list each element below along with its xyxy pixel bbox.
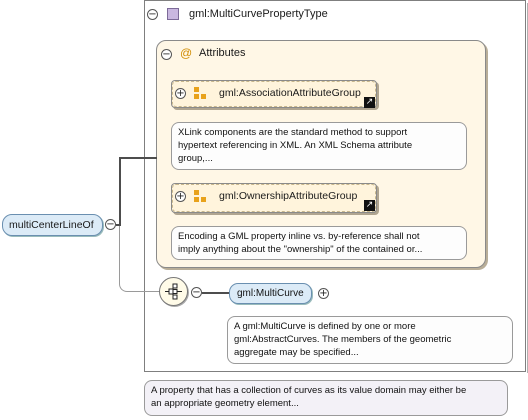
connector (202, 292, 230, 294)
attributes-collapse-button[interactable]: − (161, 49, 172, 60)
connector (116, 224, 120, 226)
association-group-note: XLink components are the standard method… (171, 122, 467, 170)
type-title: gml:MultiCurvePropertyType (189, 8, 328, 20)
connector (119, 158, 121, 226)
note-line: gml:AbstractCurves. The members of the g… (234, 334, 452, 345)
complex-type-icon (167, 8, 179, 20)
attribute-group-icon (194, 190, 206, 202)
link-arrow-icon[interactable]: ↗ (364, 200, 375, 211)
note-line: group,... (178, 153, 213, 164)
child-element-multicurve[interactable]: gml:MultiCurve (229, 283, 312, 304)
sequence-compositor[interactable] (159, 277, 188, 306)
note-line: imply anything about the "ownership" of … (178, 244, 423, 255)
note-line: hypertext referencing in XML. An XML Sch… (178, 140, 413, 151)
association-group-label: gml:AssociationAttributeGroup (219, 87, 361, 99)
type-collapse-button[interactable]: − (147, 9, 158, 20)
root-element-note: A property that has a collection of curv… (144, 380, 508, 416)
link-arrow-icon[interactable]: ↗ (364, 97, 375, 108)
ownership-group-note: Encoding a GML property inline vs. by-re… (171, 226, 467, 260)
connector-thin (119, 226, 161, 292)
sequence-compositor-icon (165, 283, 182, 300)
root-element[interactable]: multiCenterLineOf (2, 214, 103, 236)
connector (119, 157, 157, 159)
note-line: A property that has a collection of curv… (151, 385, 467, 396)
note-line: an appropriate geometry element... (151, 398, 299, 409)
ownership-group-label: gml:OwnershipAttributeGroup (219, 190, 358, 202)
ownership-group-expand-button[interactable]: + (175, 191, 186, 202)
attribute-group-icon (194, 87, 206, 99)
note-line: Encoding a GML property inline vs. by-re… (178, 231, 420, 242)
root-collapse-button[interactable]: − (105, 219, 116, 230)
attributes-title: Attributes (199, 47, 246, 59)
note-line: A gml:MultiCurve is defined by one or mo… (234, 321, 416, 332)
at-icon: @ (180, 46, 193, 60)
child-expand-button[interactable]: + (318, 288, 329, 299)
note-line: aggregate may be specified... (234, 347, 359, 358)
sequence-collapse-button[interactable]: − (191, 287, 202, 298)
association-group-expand-button[interactable]: + (175, 88, 186, 99)
child-element-note: A gml:MultiCurve is defined by one or mo… (227, 316, 513, 364)
note-line: XLink components are the standard method… (178, 127, 408, 138)
